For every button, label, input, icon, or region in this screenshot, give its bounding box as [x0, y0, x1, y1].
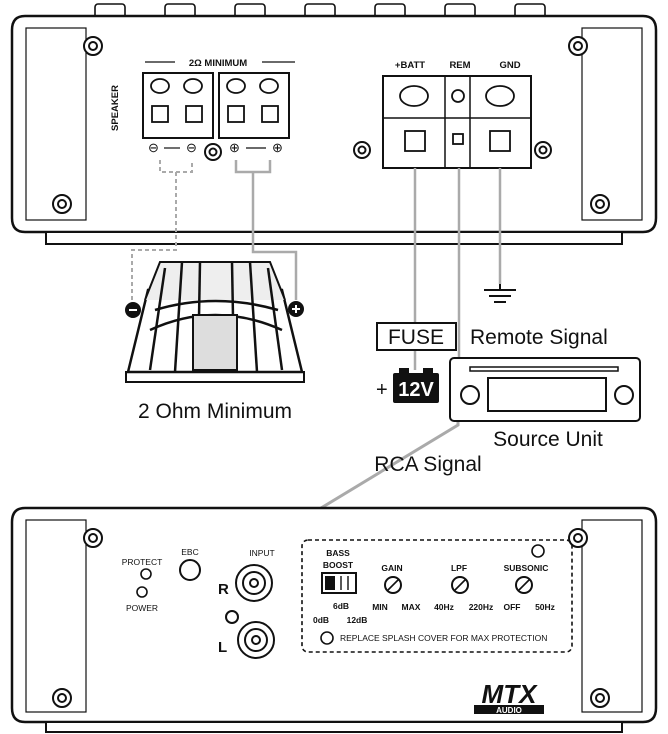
- remote-signal-label: Remote Signal: [470, 326, 608, 349]
- source-unit-label: Source Unit: [493, 428, 603, 451]
- protect-label: PROTECT: [122, 557, 163, 567]
- speaker-label: SPEAKER: [110, 85, 121, 131]
- gain-knob-icon[interactable]: [384, 576, 402, 594]
- speaker-terminal-block: 2Ω MINIMUM SPEAKER ⊖ ⊖ ⊕ ⊕: [110, 58, 295, 155]
- mtx-logo: MTX AUDIO: [470, 679, 548, 715]
- source-unit-icon: [449, 357, 641, 422]
- lpf-label: LPF: [451, 563, 467, 573]
- lpf-knob-icon[interactable]: [451, 576, 469, 594]
- top-amplifier: 2Ω MINIMUM SPEAKER ⊖ ⊖ ⊕ ⊕ +BATT REM GND: [10, 3, 658, 245]
- subsonic-knob-icon[interactable]: [515, 576, 533, 594]
- screw-icon: [52, 528, 610, 708]
- r-label: R: [218, 581, 229, 598]
- lpf-max: 220Hz: [469, 602, 494, 612]
- input-label: INPUT: [249, 548, 275, 558]
- rem-label: REM: [449, 60, 470, 71]
- rca-signal-label: RCA Signal: [374, 453, 481, 476]
- l-label: L: [218, 639, 227, 656]
- boost-0db: 0dB: [313, 615, 329, 625]
- gnd-label: GND: [499, 60, 520, 71]
- batt-label: +BATT: [395, 60, 425, 71]
- speaker-plus-2: ⊕: [272, 140, 283, 155]
- ground-icon: [484, 284, 516, 303]
- screw-icon: [52, 36, 610, 214]
- battery-plus: +: [376, 379, 388, 401]
- power-label: POWER: [126, 603, 158, 613]
- boost-12db: 12dB: [347, 615, 368, 625]
- lpf-min: 40Hz: [434, 602, 454, 612]
- protect-led-icon: [140, 568, 152, 580]
- control-panel: BASS BOOST 6dB 0dB 12dB GAIN MIN MAX LPF: [301, 539, 573, 653]
- logo-sub: AUDIO: [496, 706, 522, 715]
- battery-icon: + 12V: [376, 368, 439, 403]
- rca-jack-r-icon[interactable]: [235, 564, 273, 602]
- battery-label: 12V: [398, 379, 434, 401]
- bottom-amplifier: PROTECT POWER EBC INPUT R L BASS BOOST: [10, 506, 658, 733]
- fuse-label: FUSE: [388, 326, 444, 349]
- subsonic-max: 50Hz: [535, 602, 555, 612]
- ebc-jack-icon[interactable]: [179, 559, 201, 581]
- subsonic-label: SUBSONIC: [504, 563, 549, 573]
- bass-boost-switch[interactable]: [321, 572, 357, 594]
- boost-label: BOOST: [323, 560, 354, 570]
- bass-label: BASS: [326, 548, 350, 558]
- speaker-plus-1: ⊕: [229, 140, 240, 155]
- subwoofer-icon: [125, 261, 305, 383]
- gain-label: GAIN: [381, 563, 402, 573]
- subsonic-min: OFF: [504, 602, 521, 612]
- rca-jack-l-icon[interactable]: [237, 621, 275, 659]
- logo-text: MTX: [482, 679, 539, 709]
- boost-6db: 6dB: [333, 601, 349, 611]
- fuse-box: FUSE: [376, 322, 457, 351]
- ebc-label: EBC: [181, 547, 198, 557]
- power-led-icon: [136, 586, 148, 598]
- splash-cover-note: REPLACE SPLASH COVER FOR MAX PROTECTION: [340, 633, 547, 643]
- speaker-caption: 2 Ohm Minimum: [138, 400, 292, 423]
- two-ohm-min-label: 2Ω MINIMUM: [189, 58, 247, 69]
- gain-min: MIN: [372, 602, 388, 612]
- gain-max: MAX: [402, 602, 421, 612]
- speaker-minus-1: ⊖: [148, 140, 159, 155]
- power-terminal-block: +BATT REM GND: [382, 60, 532, 169]
- speaker-minus-2: ⊖: [186, 140, 197, 155]
- speaker-wires: [131, 160, 298, 318]
